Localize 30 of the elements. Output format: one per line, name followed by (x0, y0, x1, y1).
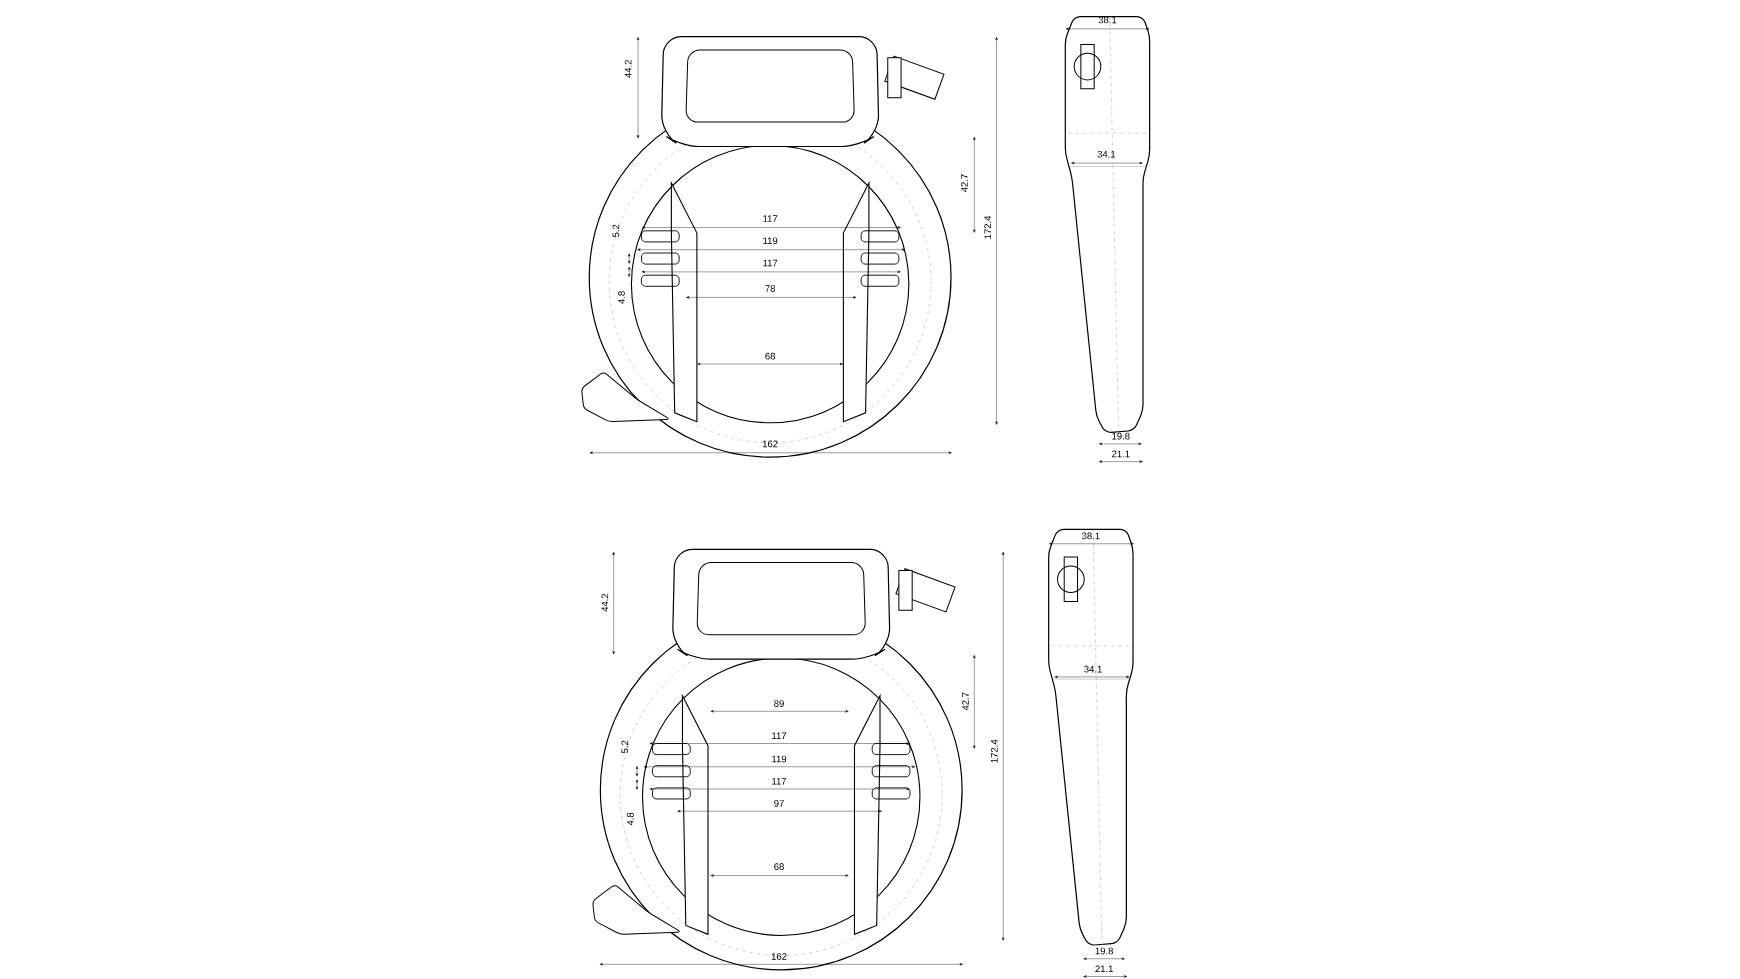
dimension-label: 21.1 (1112, 450, 1130, 458)
dimension-label: 5.2 (612, 224, 620, 238)
dimension-label: 78 (765, 285, 775, 292)
dimension-label: 4.8 (618, 291, 625, 304)
dimension-label: 5.2 (621, 740, 629, 754)
dimension-label: 21.1 (1095, 965, 1113, 973)
dimension-label: 38.1 (1081, 532, 1100, 540)
dimension-label: 19.8 (1095, 947, 1113, 955)
dimension-label: 34.1 (1084, 665, 1102, 673)
dimension-label: 44.2 (624, 60, 632, 78)
dimension-label: 42.7 (961, 174, 968, 193)
dimension-label: 117 (763, 259, 778, 267)
dimension-label: 117 (772, 732, 787, 740)
dimension-label: 117 (772, 778, 787, 785)
dimension-label: 34.1 (1097, 151, 1116, 158)
dimension-label: 162 (771, 953, 787, 961)
dimension-label: 68 (765, 352, 775, 360)
dimension-label: 119 (763, 237, 778, 245)
dimension-label: 97 (774, 800, 784, 807)
dimension-label: 89 (774, 700, 784, 708)
dimension-label: 19.8 (1112, 432, 1130, 440)
dimension-label: 162 (762, 440, 778, 448)
dimension-label: 117 (763, 215, 778, 222)
dimension-label: 119 (772, 755, 787, 763)
dimension-label: 172.4 (984, 216, 991, 239)
dimension-label: 68 (774, 863, 784, 871)
dimension-label: 172.4 (991, 739, 998, 763)
dimension-label: 44.2 (601, 593, 609, 612)
dimension-label: 42.7 (962, 692, 969, 711)
dimension-label: 4.8 (626, 812, 634, 826)
